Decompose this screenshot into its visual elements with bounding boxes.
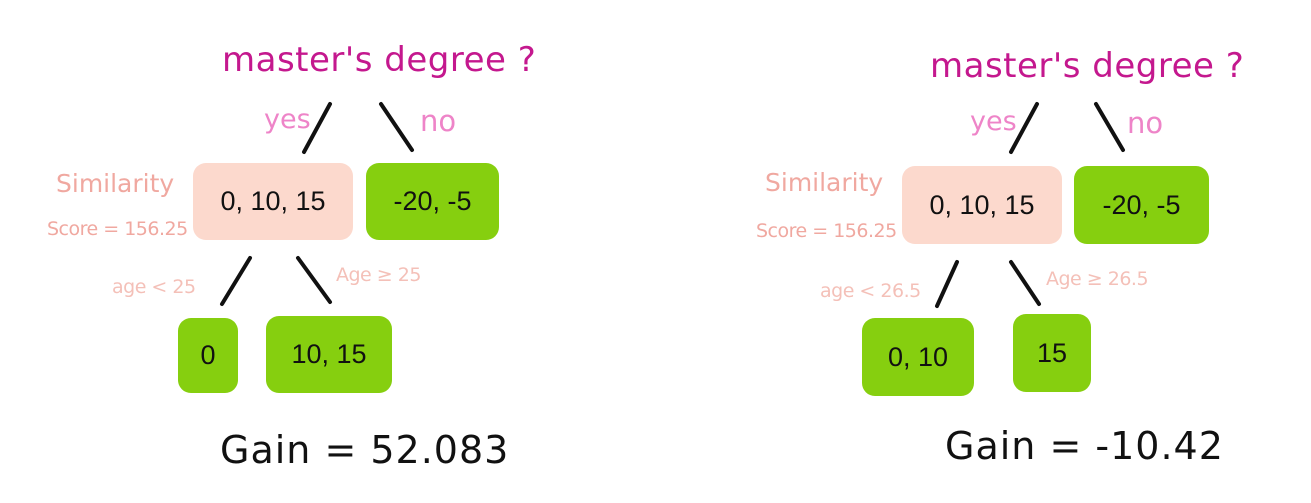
right-condition: Age ≥ 26.5 [1046, 268, 1149, 290]
yes-label: yes [264, 104, 311, 135]
left-condition: age < 26.5 [820, 280, 921, 302]
no-edge [1094, 102, 1125, 152]
question-label: master's degree ? [222, 40, 537, 80]
no-branch-node: -20, -5 [366, 163, 499, 240]
left-leaf: 0 [178, 318, 238, 393]
left-split-edge [935, 260, 959, 308]
right-split-edge [296, 256, 332, 304]
root-node: 0, 10, 15 [193, 163, 353, 240]
root-node: 0, 10, 15 [902, 166, 1062, 244]
tree-diagram-right: master's degree ? yes no Similarity Scor… [655, 0, 1311, 503]
question-label: master's degree ? [930, 46, 1245, 86]
similarity-label: Similarity [56, 169, 175, 198]
left-split-edge [220, 256, 252, 306]
no-label: no [420, 104, 457, 138]
right-leaf: 15 [1013, 314, 1091, 392]
similarity-score: Score = 156.25 [47, 218, 188, 240]
yes-label: yes [970, 106, 1017, 137]
no-edge [379, 102, 414, 152]
gain-value: Gain = -10.42 [945, 424, 1224, 468]
no-branch-node: -20, -5 [1074, 166, 1209, 244]
tree-diagram-left: master's degree ? yes no Similarity Scor… [0, 0, 655, 503]
right-condition: Age ≥ 25 [336, 264, 421, 286]
gain-value: Gain = 52.083 [220, 428, 510, 472]
yes-edge [302, 102, 332, 154]
similarity-score: Score = 156.25 [756, 220, 897, 242]
right-leaf: 10, 15 [266, 316, 392, 393]
left-leaf: 0, 10 [862, 318, 974, 396]
similarity-label: Similarity [765, 168, 884, 197]
tree-edges [220, 102, 414, 306]
no-label: no [1127, 106, 1164, 140]
tree-edges [935, 102, 1125, 308]
yes-edge [1009, 102, 1039, 154]
left-condition: age < 25 [112, 276, 196, 298]
right-split-edge [1009, 260, 1041, 306]
